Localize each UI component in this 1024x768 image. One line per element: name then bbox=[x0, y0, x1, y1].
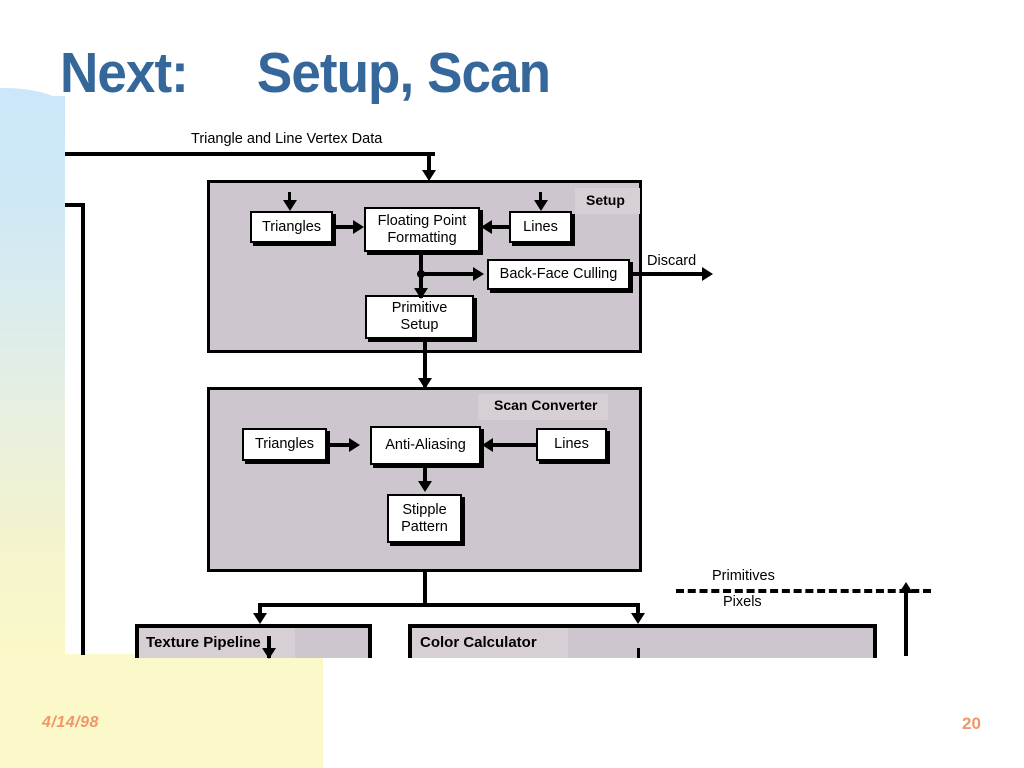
boundary-label-pixels: Pixels bbox=[723, 594, 762, 610]
node-setup-floating-point-formatting[interactable]: Floating Point Formatting bbox=[364, 207, 480, 252]
discard-label: Discard bbox=[647, 253, 697, 269]
footer-date: 4/14/98 bbox=[42, 714, 99, 731]
edge-bus-to-color bbox=[636, 603, 640, 621]
group-scan-label-shade bbox=[478, 394, 608, 420]
decoration-bottom-band bbox=[0, 654, 323, 768]
edge-scan-triangles-to-aa bbox=[327, 443, 351, 447]
edge-scan-triangles-to-aa-arrow bbox=[349, 438, 360, 452]
edge-setup-triangles-to-fpf-arrow bbox=[353, 220, 364, 234]
edge-setup-junction-to-bfc-arrow bbox=[473, 267, 484, 281]
texture-pipeline-inner-arrow bbox=[262, 648, 276, 659]
group-setup-label-shade bbox=[575, 188, 640, 214]
color-calculator-inner-line bbox=[637, 648, 640, 658]
node-setup-triangles[interactable]: Triangles bbox=[250, 211, 333, 243]
block-color-calculator[interactable] bbox=[408, 624, 877, 658]
edge-setup-to-scan-arrow bbox=[418, 378, 432, 389]
block-color-calculator-label: Color Calculator bbox=[420, 634, 537, 651]
color-calculator-label-shade bbox=[412, 628, 568, 658]
edge-scan-out-vertical bbox=[423, 572, 427, 606]
block-texture-pipeline[interactable] bbox=[135, 624, 372, 658]
edge-bus-to-color-arrow bbox=[631, 613, 645, 624]
node-scan-lines[interactable]: Lines bbox=[536, 428, 607, 461]
group-scan-converter-label: Scan Converter bbox=[494, 397, 598, 413]
edge-setup-junction-to-bfc bbox=[419, 272, 475, 276]
primitives-pixels-divider bbox=[676, 589, 931, 593]
input-feed-horizontal bbox=[65, 152, 435, 156]
group-setup-label: Setup bbox=[586, 192, 625, 208]
boundary-label-primitives: Primitives bbox=[712, 568, 775, 584]
setup-triangles-inlet-line bbox=[288, 192, 291, 204]
block-texture-pipeline-label: Texture Pipeline bbox=[146, 634, 261, 651]
feedback-right-vertical bbox=[904, 592, 908, 656]
edge-setup-bfc-to-discard bbox=[630, 272, 706, 276]
edge-setup-to-scan bbox=[423, 339, 427, 387]
input-feed-arrowhead bbox=[422, 170, 436, 181]
feedback-left-vertical bbox=[81, 203, 85, 655]
edge-setup-fpf-to-primitive-arrow bbox=[414, 288, 428, 299]
node-setup-primitive-setup[interactable]: Primitive Setup bbox=[365, 295, 474, 339]
feedback-left-stub bbox=[65, 203, 85, 207]
node-setup-lines[interactable]: Lines bbox=[509, 211, 572, 243]
edge-setup-lines-to-fpf-arrow bbox=[481, 220, 492, 234]
node-setup-back-face-culling[interactable]: Back-Face Culling bbox=[487, 259, 630, 290]
node-scan-stipple-pattern[interactable]: Stipple Pattern bbox=[387, 494, 462, 543]
edge-setup-triangles-to-fpf bbox=[333, 225, 355, 229]
edge-scan-lines-to-aa bbox=[492, 443, 536, 447]
feedback-right-arrow bbox=[899, 582, 913, 593]
setup-lines-inlet-line bbox=[539, 192, 542, 204]
edge-setup-discard-arrow bbox=[702, 267, 713, 281]
input-label: Triangle and Line Vertex Data bbox=[191, 131, 383, 147]
edge-scan-aa-to-stipple bbox=[423, 465, 427, 487]
decoration-gradient-strip bbox=[0, 96, 65, 656]
edge-scan-aa-to-stipple-arrow bbox=[418, 481, 432, 492]
edge-bus-to-texture bbox=[258, 603, 262, 621]
input-feed-vertical bbox=[427, 152, 431, 176]
edge-setup-lines-to-fpf bbox=[491, 225, 511, 229]
node-scan-triangles[interactable]: Triangles bbox=[242, 428, 327, 461]
texture-pipeline-inner-line bbox=[267, 636, 271, 658]
setup-triangles-inlet-arrow bbox=[283, 200, 297, 211]
edge-bus-to-texture-arrow bbox=[253, 613, 267, 624]
node-scan-anti-aliasing[interactable]: Anti-Aliasing bbox=[370, 426, 481, 465]
slide-title: Next: Setup, Scan bbox=[60, 41, 551, 105]
edge-scan-out-bus bbox=[260, 603, 640, 607]
edge-scan-lines-to-aa-arrow bbox=[482, 438, 493, 452]
footer-page-number: 20 bbox=[962, 714, 981, 733]
setup-lines-inlet-arrow bbox=[534, 200, 548, 211]
